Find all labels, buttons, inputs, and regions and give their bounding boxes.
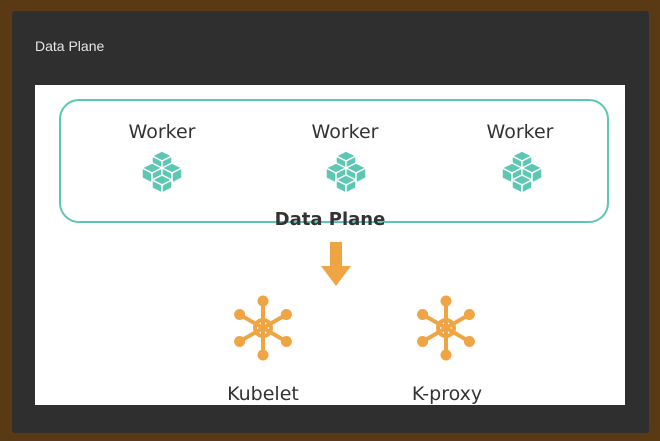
data-plane-label: Data Plane <box>274 209 386 230</box>
worker-label: Worker <box>311 121 379 143</box>
down-arrow-icon <box>321 242 351 286</box>
k-proxy-label: K-proxy <box>411 383 483 405</box>
card-title: Data Plane <box>35 38 105 54</box>
data-plane-group-box <box>59 99 609 223</box>
diagram-canvas: Worker Worker Worker <box>35 85 625 405</box>
worker-label: Worker <box>486 121 554 143</box>
cube-cluster-icon <box>325 150 367 194</box>
cube-cluster-icon <box>141 150 183 194</box>
worker-label: Worker <box>128 121 196 143</box>
hub-network-icon <box>234 295 292 361</box>
cube-cluster-icon <box>501 150 543 194</box>
hub-network-icon <box>417 295 475 361</box>
kubelet-label: Kubelet <box>227 383 299 405</box>
card: Data Plane Worker Worker Worker <box>12 11 649 433</box>
